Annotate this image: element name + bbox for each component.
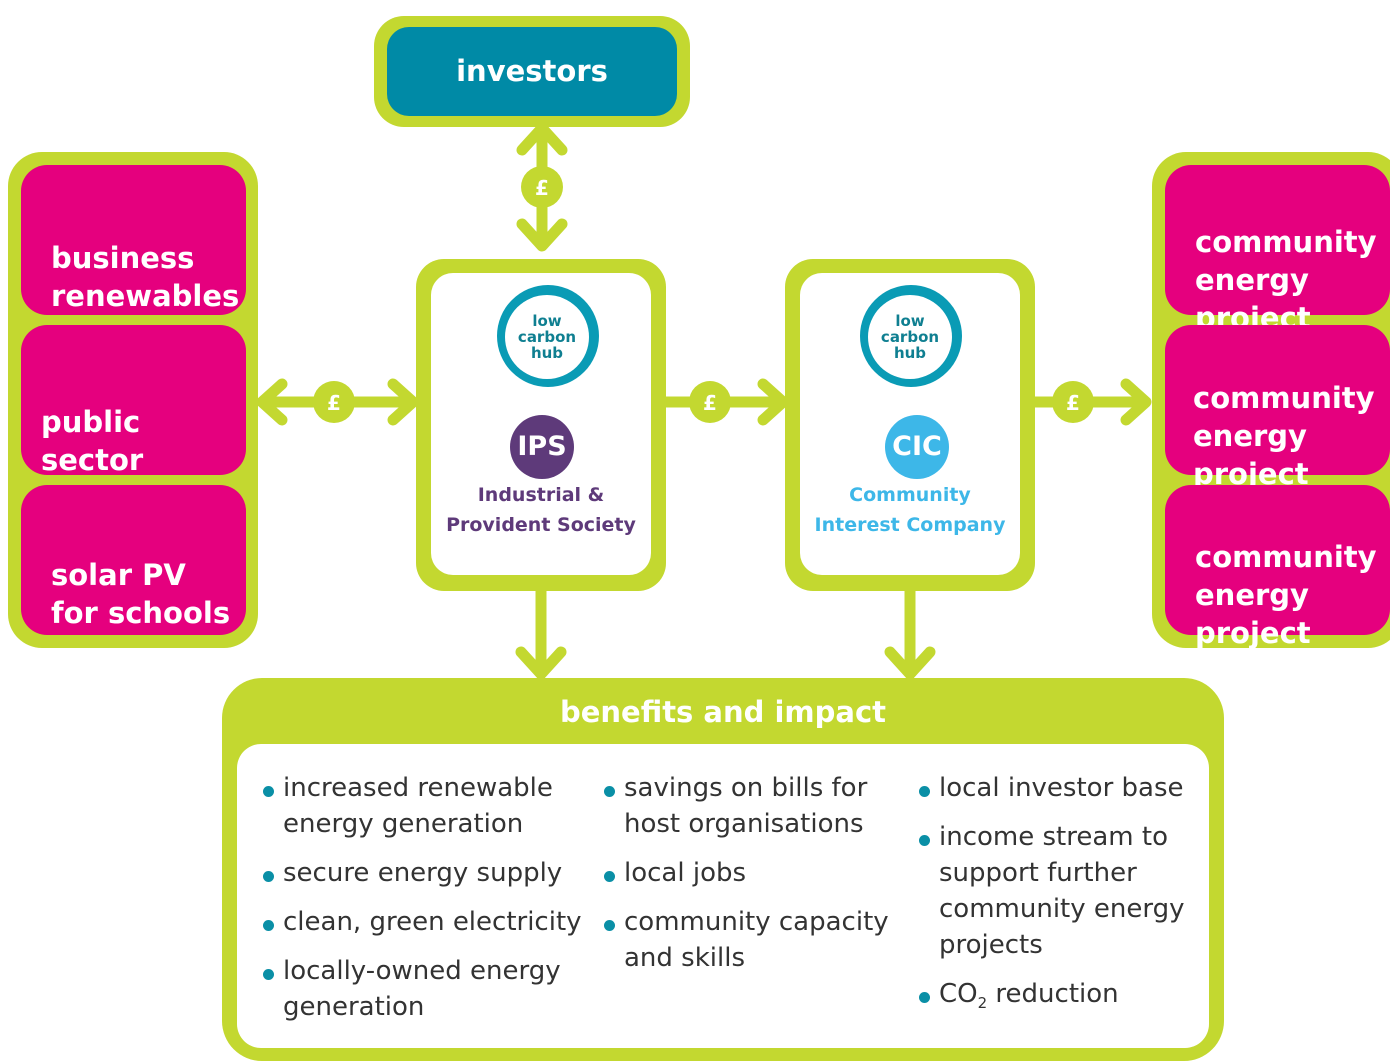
right-item-label: community energy project — [1195, 540, 1377, 650]
benefit-text: local investor base — [939, 773, 1184, 803]
pound-symbol: £ — [535, 176, 549, 200]
benefit-text: local jobs — [624, 858, 747, 888]
benefits-column-3: local investor base income stream to sup… — [917, 770, 1184, 1034]
pound-symbol: £ — [1066, 391, 1080, 415]
benefits-column-1: increased renewable energy generation se… — [261, 770, 582, 1038]
left-item-public-sector: public sector renewables — [21, 325, 246, 515]
bullet-dot — [604, 920, 615, 931]
left-item-business: business renewables — [21, 165, 246, 315]
right-item-project-3: community energy project — [1165, 485, 1390, 650]
logo-text: low carbon hub — [880, 312, 940, 362]
benefit-text: community capacity and skills — [624, 907, 889, 973]
benefit-text: income stream to support further communi… — [939, 822, 1185, 960]
ips-box: low carbon hub IPS Industrial & Providen… — [431, 273, 651, 575]
pound-symbol: £ — [703, 391, 717, 415]
ips-name: Industrial & Provident Society — [446, 484, 636, 536]
benefit-item: savings on bills for host organisations — [602, 770, 889, 842]
bullet-dot — [263, 786, 274, 797]
co2-subscript: 2 — [977, 994, 988, 1013]
left-item-solar: solar PV for schools — [21, 485, 246, 635]
low-carbon-hub-logo: low carbon hub — [497, 285, 599, 387]
bullet-dot — [263, 969, 274, 980]
benefit-item: increased renewable energy generation — [261, 770, 582, 842]
co2-suffix: reduction — [987, 979, 1119, 1009]
bullet-dot — [263, 920, 274, 931]
logo-text: low carbon hub — [517, 312, 577, 362]
benefit-item: community capacity and skills — [602, 904, 889, 976]
benefit-text: secure energy supply — [283, 858, 563, 888]
low-carbon-hub-logo: low carbon hub — [860, 285, 962, 387]
investors-box: investors — [387, 27, 677, 116]
benefit-text: savings on bills for host organisations — [624, 773, 868, 839]
benefit-item: local investor base — [917, 770, 1184, 806]
benefit-item: secure energy supply — [261, 855, 582, 891]
cic-name: Community Interest Company — [814, 484, 1006, 536]
right-item-label: community energy project — [1193, 381, 1375, 491]
benefit-item: local jobs — [602, 855, 889, 891]
pound-markers: £ £ £ £ — [327, 176, 1080, 415]
co2-prefix: CO — [939, 979, 978, 1009]
bullet-dot — [604, 871, 615, 882]
left-item-label: solar PV for schools — [51, 558, 231, 630]
right-item-project-2: community energy project — [1165, 325, 1390, 491]
benefit-item-co2: CO2 reduction — [917, 976, 1184, 1021]
pound-symbol: £ — [327, 391, 341, 415]
benefit-item: income stream to support further communi… — [917, 819, 1184, 963]
benefits-title: benefits and impact — [559, 695, 887, 729]
benefit-item: clean, green electricity — [261, 904, 582, 940]
bullet-dot — [604, 786, 615, 797]
bullet-dot — [919, 835, 930, 846]
ips-badge: IPS — [510, 415, 574, 479]
cic-box: low carbon hub CIC Community Interest Co… — [800, 273, 1020, 575]
bullet-dot — [263, 871, 274, 882]
benefit-text: locally-owned energy generation — [283, 956, 561, 1022]
investors-label: investors — [456, 54, 608, 88]
benefit-text: increased renewable energy generation — [283, 773, 553, 839]
benefit-item: locally-owned energy generation — [261, 953, 582, 1025]
cic-badge: CIC — [885, 415, 949, 479]
right-item-project-1: community energy project — [1165, 165, 1390, 335]
benefits-column-2: savings on bills for host organisations … — [602, 770, 889, 989]
bullet-dot — [919, 786, 930, 797]
benefits-body — [237, 744, 1209, 1048]
left-item-label: business renewables — [51, 241, 240, 313]
logo-inner-circle: low carbon hub — [868, 295, 952, 379]
logo-inner-circle: low carbon hub — [505, 295, 589, 379]
benefit-text: clean, green electricity — [283, 907, 582, 937]
bullet-dot — [919, 992, 930, 1003]
